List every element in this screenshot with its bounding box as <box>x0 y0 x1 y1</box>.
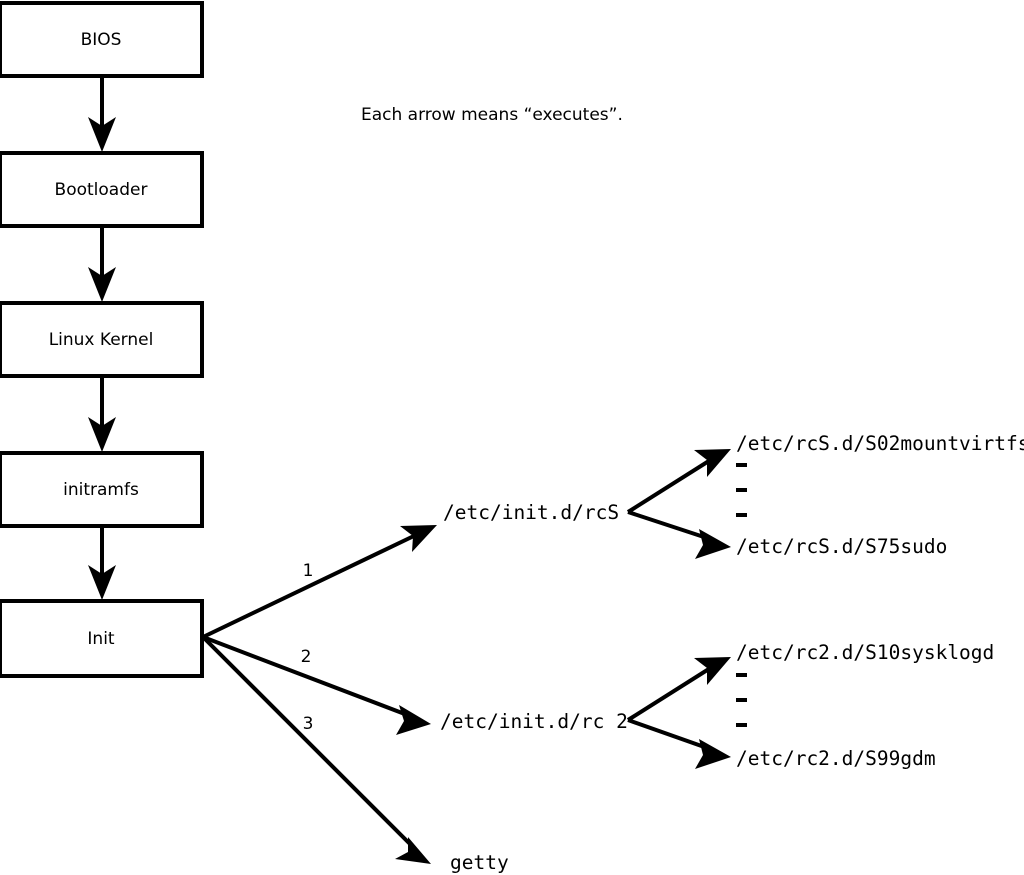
node-bios[interactable]: BIOS <box>0 1 204 78</box>
arrowhead-icon <box>88 565 116 600</box>
rcs-last-script: /etc/rcS.d/S75sudo <box>736 535 947 558</box>
branch-number-3: 3 <box>303 714 314 734</box>
node-initramfs[interactable]: initramfs <box>0 451 204 528</box>
arrowhead-icon <box>694 657 731 685</box>
arrow-init-to-rcs: 1 <box>202 525 437 639</box>
arrowhead-icon <box>88 417 116 452</box>
bootloader-label: Bootloader <box>55 180 148 200</box>
branch-rc2-scripts: /etc/rc2.d/S10sysklogd /etc/rc2.d/S99gdm <box>626 641 994 770</box>
legend-note: Each arrow means “executes”. <box>361 105 623 125</box>
arrowhead-icon <box>400 525 437 552</box>
linux-kernel-label: Linux Kernel <box>49 330 154 350</box>
branch-rcs-scripts: /etc/rcS.d/S02mountvirtfs /etc/rcS.d/S75… <box>626 432 1024 559</box>
arrow-initramfs-to-init <box>88 526 116 600</box>
init-label: Init <box>87 629 115 649</box>
arrow-init-to-getty: 3 <box>201 635 431 864</box>
arrow-kernel-to-initramfs <box>88 376 116 452</box>
arrowhead-icon <box>695 739 731 769</box>
linux-kernel-box[interactable] <box>0 301 204 378</box>
bios-box[interactable] <box>0 1 204 78</box>
branch-number-2: 2 <box>301 647 312 667</box>
arrowhead-icon <box>395 837 431 864</box>
init-target-getty-label: getty <box>450 851 509 874</box>
rc2-last-script: /etc/rc2.d/S99gdm <box>736 747 936 770</box>
node-bootloader[interactable]: Bootloader <box>0 151 204 228</box>
arrowhead-icon <box>694 449 731 477</box>
node-linux-kernel[interactable]: Linux Kernel <box>0 301 204 378</box>
arrow-init-to-rc2: 2 <box>202 635 431 735</box>
rcs-first-script: /etc/rcS.d/S02mountvirtfs <box>736 432 1024 455</box>
rc2-first-script: /etc/rc2.d/S10sysklogd <box>736 641 994 664</box>
initramfs-label: initramfs <box>63 480 139 500</box>
arrowhead-icon <box>396 705 431 735</box>
arrowhead-icon <box>88 267 116 302</box>
arrow-bootloader-to-kernel <box>88 226 116 302</box>
bootloader-box[interactable] <box>0 151 204 228</box>
bios-label: BIOS <box>81 30 122 50</box>
init-target-rcs-label: /etc/init.d/rcS <box>443 501 619 524</box>
node-init[interactable]: Init <box>0 599 204 678</box>
arrowhead-icon <box>88 117 116 152</box>
arrow-bios-to-bootloader <box>88 76 116 152</box>
init-target-rc2-label: /etc/init.d/rc 2 <box>440 710 628 733</box>
initramfs-box[interactable] <box>0 451 204 528</box>
init-box[interactable] <box>0 599 204 678</box>
arrowhead-icon <box>695 529 731 559</box>
branch-number-1: 1 <box>303 561 314 581</box>
